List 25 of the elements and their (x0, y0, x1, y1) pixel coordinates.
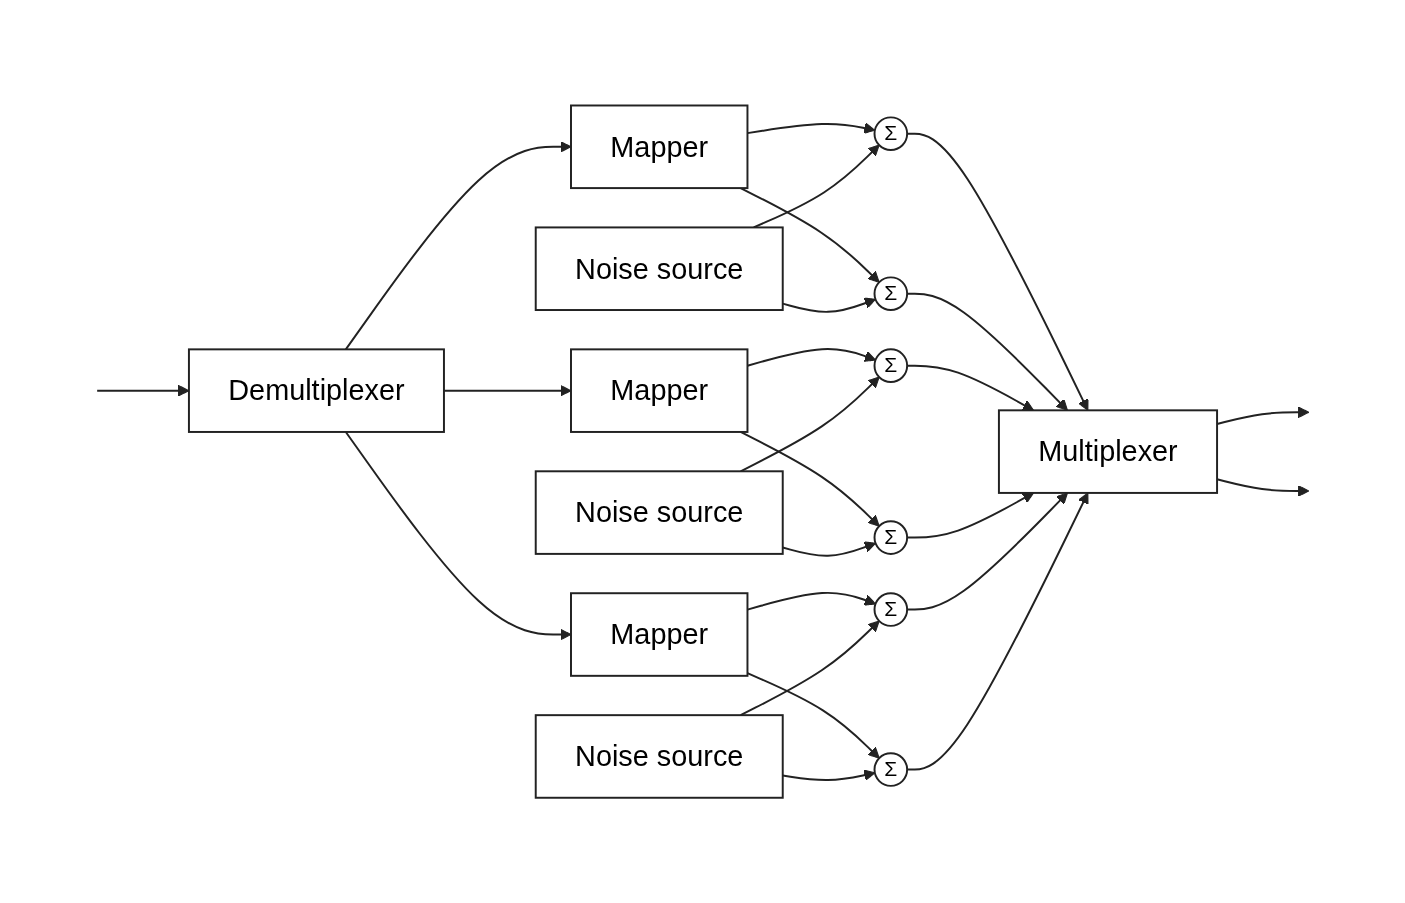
node-box: Mapper (569, 348, 748, 433)
arrow (746, 672, 880, 759)
arrow (344, 140, 571, 351)
node-circle: Σ (873, 592, 908, 627)
node-circle: Σ (873, 348, 908, 383)
arrow (95, 384, 189, 397)
node-box: Demultiplexer (187, 348, 445, 433)
node-circle: Σ (873, 520, 908, 555)
arrow (746, 591, 876, 611)
node-circle: Σ (873, 116, 908, 151)
arrow (739, 376, 880, 473)
node-box: Multiplexer (997, 409, 1218, 494)
arrow (344, 430, 571, 641)
arrow (746, 347, 876, 367)
node-box: Mapper (569, 104, 748, 189)
arrow (739, 620, 880, 717)
node-circle: Σ (873, 276, 908, 311)
arrow (739, 186, 880, 283)
node-box: Noise source (534, 470, 784, 555)
node-circle: Σ (873, 752, 908, 787)
node-box: Noise source (534, 714, 784, 799)
arrow (739, 430, 880, 527)
node-box: Mapper (569, 592, 748, 677)
node-box: Noise source (534, 226, 784, 311)
arrow (746, 122, 875, 134)
